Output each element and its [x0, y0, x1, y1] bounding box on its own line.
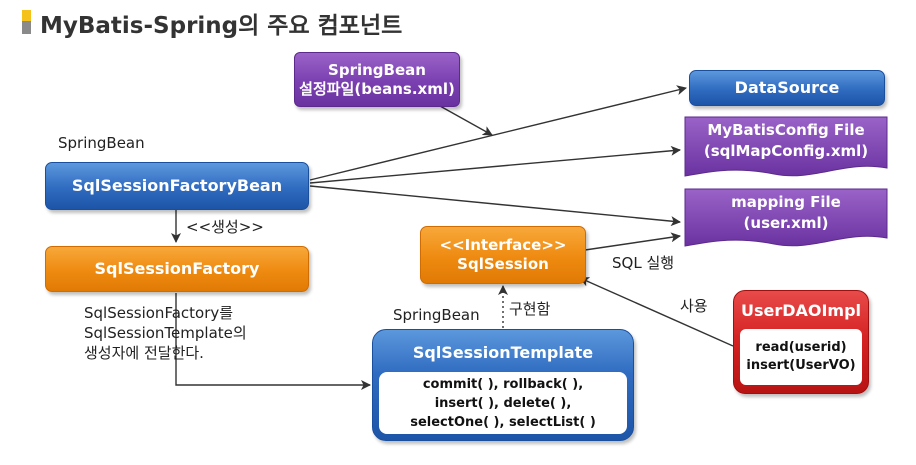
datasource-label: DataSource: [734, 78, 840, 97]
factory-label: SqlSessionFactory: [94, 259, 260, 278]
mybatis-config-file-box: MyBatisConfig File (sqlMapConfig.xml): [684, 116, 888, 178]
edge-factory-template: [175, 293, 371, 390]
sqlsession-template-box: SqlSessionTemplate commit( ), rollback( …: [372, 329, 634, 441]
mapping-file-box: mapping File (user.xml): [684, 188, 888, 248]
title-accent-bar: [22, 10, 31, 34]
edge-label-uses: 사용: [680, 297, 708, 315]
edge-config-pointer: [439, 105, 493, 136]
edge-factorybean-datasource: [309, 85, 687, 181]
note-line-1: SqlSessionFactory를: [84, 304, 234, 322]
edge-factorybean-mapping: [309, 185, 681, 227]
edge-label-sql-exec: SQL 실행: [612, 254, 675, 272]
factory-note: SqlSessionFactory를 SqlSessionTemplate의 생…: [84, 303, 247, 363]
sqlsession-factory-bean-box: SqlSessionFactoryBean: [45, 162, 309, 210]
template-caption: SpringBean: [393, 306, 480, 324]
edge-factorybean-mybatisconfig: [309, 145, 681, 184]
mybatis-config-line2: (sqlMapConfig.xml): [703, 142, 869, 161]
template-method-line: commit( ), rollback( ),: [422, 376, 584, 392]
mapping-file-line2: (user.xml): [743, 213, 829, 232]
document-shape: [684, 188, 888, 247]
sqlsession-factory-box: SqlSessionFactory: [45, 246, 309, 292]
dao-methods-panel: read(userid) insert(UserVO): [740, 329, 862, 385]
mybatis-config-line1: MyBatisConfig File: [707, 121, 865, 140]
template-method-line: selectOne( ), selectList( ): [410, 414, 596, 430]
springbean-config-box: SpringBean 설정파일(beans.xml): [294, 52, 460, 107]
sqlsession-stereotype: <<Interface>>: [439, 236, 567, 255]
page-title: MyBatis-Spring의 주요 컴포넌트: [40, 13, 403, 39]
dao-method-line: read(userid): [755, 340, 847, 355]
note-line-2: SqlSessionTemplate의: [84, 324, 247, 342]
sqlsession-interface-box: <<Interface>> SqlSession: [420, 226, 586, 284]
factory-bean-caption: SpringBean: [58, 134, 145, 152]
springbean-config-line1: SpringBean: [328, 60, 426, 79]
document-shape: [684, 116, 888, 177]
sqlsession-label: SqlSession: [457, 255, 549, 273]
template-method-line: insert( ), delete( ),: [434, 395, 572, 411]
template-methods-panel: commit( ), rollback( ), insert( ), delet…: [379, 372, 627, 434]
factory-bean-label: SqlSessionFactoryBean: [71, 176, 283, 195]
dao-label: UserDAOImpl: [740, 301, 862, 320]
user-dao-impl-box: UserDAOImpl read(userid) insert(UserVO): [733, 290, 869, 394]
dao-method-line: insert(UserVO): [746, 358, 856, 373]
mapping-file-line1: mapping File: [731, 192, 841, 211]
edge-sqlsession-mapping: [584, 232, 681, 251]
edge-label-implements: 구현함: [509, 300, 551, 318]
edge-dao-sqlsession: [579, 277, 734, 347]
datasource-box: DataSource: [689, 70, 885, 106]
template-label: SqlSessionTemplate: [412, 343, 594, 362]
springbean-config-line2: 설정파일(beans.xml): [299, 79, 455, 98]
edge-label-create: <<생성>>: [186, 218, 264, 236]
note-line-3: 생성자에 전달한다.: [84, 344, 204, 362]
